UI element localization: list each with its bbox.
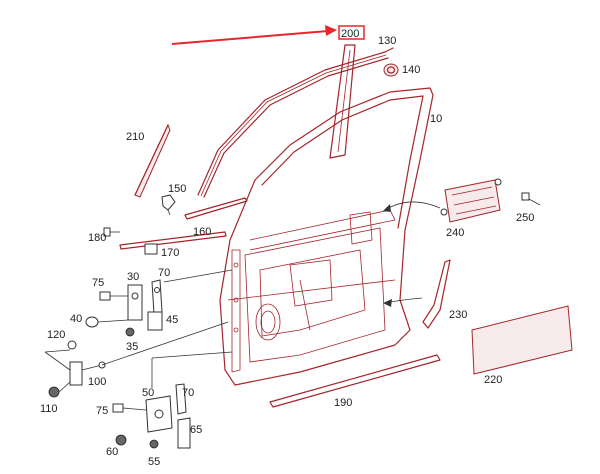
part-150-clip[interactable] — [161, 194, 176, 216]
part-120-screw — [67, 340, 77, 350]
callout-200[interactable]: 200 — [341, 28, 359, 40]
callout-150[interactable]: 150 — [168, 183, 186, 195]
part-30-hinge — [127, 284, 143, 321]
lower-hinge-group[interactable] — [44, 340, 106, 398]
part-60-bolt — [115, 434, 127, 446]
part-210-mirror-trim[interactable] — [134, 123, 171, 198]
callout-140[interactable]: 140 — [402, 64, 420, 76]
part-70a-pin — [151, 279, 163, 315]
part-230-rear-channel[interactable] — [383, 259, 451, 329]
callout-35[interactable]: 35 — [126, 341, 138, 353]
part-10-door-shell[interactable] — [219, 87, 434, 386]
callout-40[interactable]: 40 — [70, 313, 82, 325]
part-75b-bolt — [112, 403, 124, 413]
callout-160[interactable]: 160 — [193, 226, 211, 238]
callout-230[interactable]: 230 — [449, 309, 467, 321]
part-75a-bolt — [99, 291, 111, 301]
part-190-lower-seal[interactable] — [269, 354, 441, 408]
part-100-hinge — [69, 361, 83, 386]
callout-65[interactable]: 65 — [190, 424, 202, 436]
callout-labels: 200 130 140 10 210 150 160 180 170 75 30… — [40, 25, 534, 468]
part-220-protective-film[interactable] — [471, 305, 573, 375]
leader-lines — [101, 269, 233, 388]
part-130-frame-seal[interactable] — [197, 47, 394, 198]
part-40-bushing — [85, 316, 99, 328]
callout-75b[interactable]: 75 — [96, 405, 108, 417]
callout-130[interactable]: 130 — [378, 35, 396, 47]
part-180-screw[interactable] — [103, 227, 120, 237]
part-240-regulator-module[interactable] — [383, 178, 502, 223]
callout-75a[interactable]: 75 — [92, 277, 104, 289]
part-35-nut — [125, 327, 135, 337]
callout-120[interactable]: 120 — [47, 329, 65, 341]
part-250-pin[interactable] — [521, 192, 541, 206]
part-160-channel-rail[interactable] — [184, 197, 248, 220]
part-170-check-strap[interactable] — [119, 231, 227, 255]
callout-210[interactable]: 210 — [126, 131, 144, 143]
callout-110[interactable]: 110 — [40, 403, 58, 415]
part-200-pillar-trim[interactable] — [329, 44, 356, 159]
highlight-arrow — [171, 25, 337, 45]
highlight-box-200 — [338, 25, 365, 40]
callout-30[interactable]: 30 — [127, 271, 139, 283]
callout-220[interactable]: 220 — [484, 374, 502, 386]
part-140-grommet[interactable] — [383, 63, 399, 77]
callout-50[interactable]: 50 — [142, 387, 154, 399]
part-55-nut — [149, 439, 159, 449]
lower-lock-group[interactable] — [112, 383, 191, 449]
upper-hinge-group[interactable] — [85, 279, 163, 337]
callout-170[interactable]: 170 — [161, 247, 179, 259]
callout-100[interactable]: 100 — [88, 376, 106, 388]
part-65-plate — [177, 417, 191, 449]
callout-240[interactable]: 240 — [446, 227, 464, 239]
callout-190[interactable]: 190 — [334, 397, 352, 409]
callout-55[interactable]: 55 — [148, 456, 160, 468]
callout-180[interactable]: 180 — [88, 232, 106, 244]
part-45-plate — [147, 311, 163, 331]
callout-70a[interactable]: 70 — [158, 267, 170, 279]
callout-70b[interactable]: 70 — [182, 387, 194, 399]
callout-60[interactable]: 60 — [106, 446, 118, 458]
callout-45[interactable]: 45 — [166, 314, 178, 326]
callout-10[interactable]: 10 — [430, 113, 442, 125]
callout-250[interactable]: 250 — [516, 212, 534, 224]
part-110-bolt — [48, 386, 60, 398]
part-70b-pin — [175, 383, 187, 415]
